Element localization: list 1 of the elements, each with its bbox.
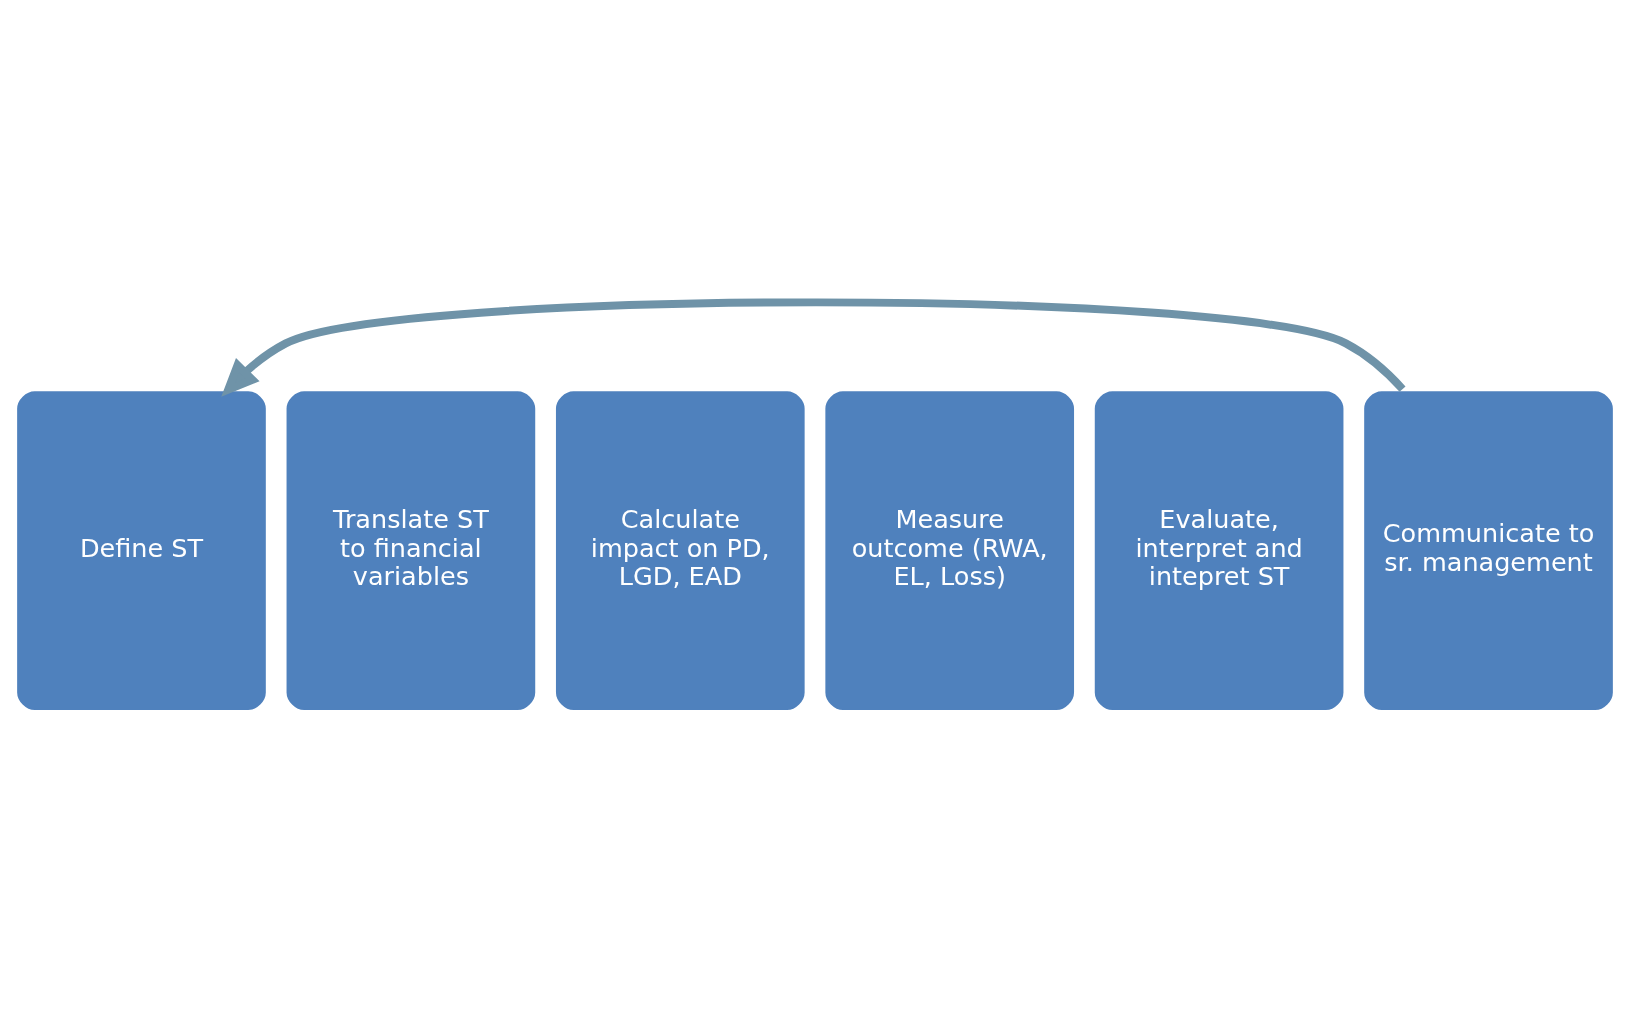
arrow: [221, 298, 1406, 397]
